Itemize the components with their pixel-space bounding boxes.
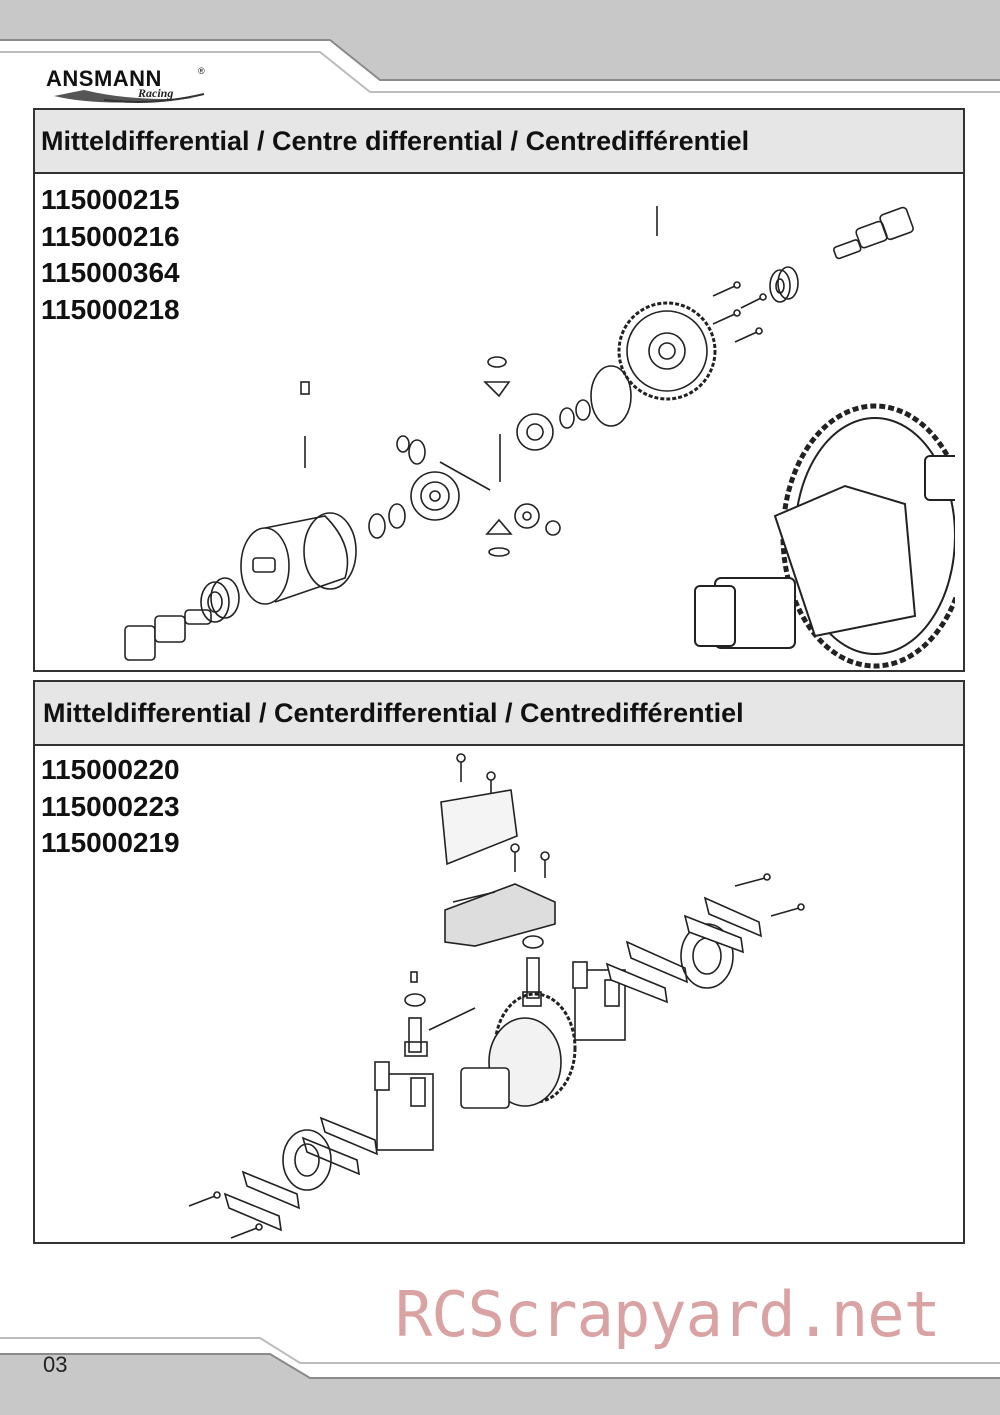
cross-pin-icon <box>439 461 491 491</box>
screw-icon <box>510 843 520 872</box>
spur-gear-small-icon <box>410 471 460 521</box>
bevel-gear-icon <box>483 356 511 398</box>
section-centre-differential: Mitteldifferential / Centre differential… <box>33 108 965 672</box>
exploded-mount-drawing <box>188 753 805 1239</box>
screw-icon <box>740 293 767 309</box>
brace-plate-icon <box>444 883 556 947</box>
cover-plate-icon <box>440 789 518 866</box>
part-number: 115000216 <box>41 220 180 252</box>
outdrive-cup-icon <box>833 206 914 260</box>
screw-icon <box>188 1191 221 1207</box>
part-number: 115000215 <box>41 184 180 215</box>
pin-icon <box>452 891 496 903</box>
brake-pad-icon <box>703 896 762 938</box>
screw-icon <box>734 873 771 887</box>
bearing-icon <box>200 577 240 623</box>
assembled-differential-icon <box>694 403 955 669</box>
screw-icon <box>712 281 741 297</box>
screw-icon <box>770 903 805 917</box>
part-number: 115000364 <box>41 257 180 288</box>
screw-icon <box>540 851 550 878</box>
top-header-band <box>0 0 1000 93</box>
o-ring-icon <box>590 365 632 427</box>
watermark-text: RCScrapyard.net <box>395 1278 941 1351</box>
pin-icon <box>428 1007 476 1031</box>
page-number: 03 <box>43 1352 68 1377</box>
screw-icon <box>712 309 741 325</box>
brake-disc-icon <box>282 1129 332 1191</box>
assembled-differential-icon <box>460 992 577 1109</box>
outdrive-cup-icon <box>124 609 212 661</box>
brake-pad-icon <box>223 1192 282 1232</box>
brake-pad-icon <box>319 1116 378 1156</box>
set-screw-icon <box>300 381 310 395</box>
bevel-gear-icon <box>516 413 554 451</box>
screw-icon <box>230 1223 263 1239</box>
washer-icon <box>575 399 591 421</box>
logo-wordmark: ANSMANN <box>46 66 162 91</box>
bevel-gear-icon <box>485 518 513 557</box>
exploded-differential-drawing <box>124 206 955 669</box>
brake-pad-icon <box>241 1170 300 1210</box>
bevel-gear-icon <box>396 435 426 465</box>
diff-case-icon <box>240 512 357 605</box>
part-number-list: 115000215 115000216 115000364 115000218 <box>41 182 180 328</box>
section-title: Mitteldifferential / Centre differential… <box>35 110 963 174</box>
screw-icon <box>456 753 466 782</box>
spur-gear-large-icon <box>617 301 717 401</box>
part-number: 115000220 <box>41 754 180 785</box>
footer-band <box>0 1337 1000 1415</box>
registered-mark: ® <box>198 66 205 76</box>
bearing-icon <box>769 266 799 303</box>
bulkhead-icon <box>374 1061 434 1151</box>
washer-icon <box>388 503 406 529</box>
washer-icon <box>368 513 386 539</box>
section-center-differential-mount: Mitteldifferential / Centerdifferential … <box>33 680 965 1244</box>
part-number: 115000219 <box>41 827 180 858</box>
brake-pad-icon <box>683 914 744 954</box>
brake-pad-icon <box>625 940 688 984</box>
diff-post-icon <box>404 971 428 1057</box>
section-title: Mitteldifferential / Centerdifferential … <box>35 682 963 746</box>
logo-subtitle: Racing <box>138 86 174 100</box>
screw-icon <box>734 327 763 343</box>
washer-icon <box>559 407 575 429</box>
part-number: 115000223 <box>41 790 180 822</box>
logo-swoosh-icon <box>54 90 205 103</box>
washer-icon <box>545 520 561 536</box>
diff-post-icon <box>522 935 544 1007</box>
bevel-gear-icon <box>514 503 540 529</box>
part-number-list: 115000220 115000223 115000219 <box>41 752 180 862</box>
part-number: 115000218 <box>41 293 180 325</box>
brake-pad-icon <box>605 962 668 1004</box>
